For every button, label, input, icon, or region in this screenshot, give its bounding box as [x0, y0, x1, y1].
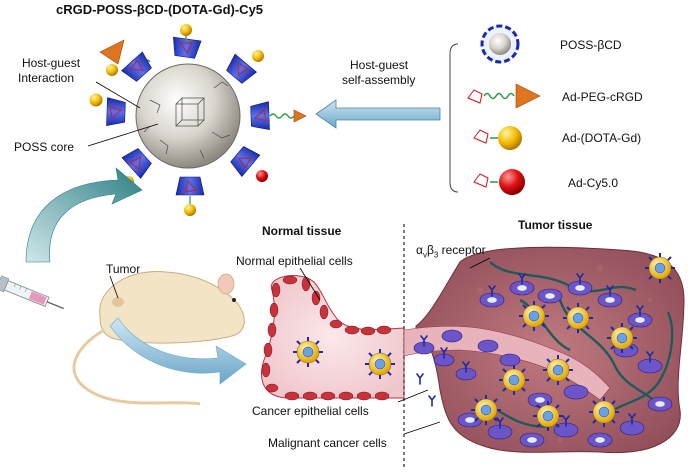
nanoparticle-in-tumor: [606, 322, 638, 354]
gd-ball: [184, 204, 196, 216]
legend-icons: [467, 24, 541, 195]
tumor-label: Tumor: [106, 262, 141, 276]
pointer-line-host-guest: [95, 81, 141, 109]
tumor-tissue-heading: Tumor tissue: [518, 218, 593, 232]
host-guest-interaction-label-line2: Interaction: [18, 71, 75, 85]
poss-cage-icon: [143, 81, 231, 159]
legend-label-ad-peg-crgd: Ad-PEG-cRGD: [562, 90, 643, 104]
nanoparticle-assembly: [87, 24, 307, 216]
nanoparticle-in-tumor: [498, 364, 530, 396]
pointer-line-cancer-epithelial: [397, 389, 429, 403]
pointer-line-normal-epithelial: [299, 267, 321, 301]
host-guest-interaction-label-line1: Host-guest: [22, 56, 81, 70]
curved-arrow-down: [109, 317, 247, 385]
poss-bcd-icon: [480, 24, 520, 64]
malignant-cancer-cells-label: Malignant cancer cells: [268, 436, 387, 450]
pointer-line-malignant: [403, 421, 441, 435]
normal-epithelial-cell-layer: [261, 275, 392, 401]
poss-core-sphere: [135, 63, 241, 169]
legend-label-ad-cy5: Ad-Cy5.0: [568, 176, 619, 190]
cyclodextrin-unit: [106, 97, 126, 127]
cyclodextrin-unit: [227, 143, 261, 177]
tumor-spot: [112, 297, 124, 307]
nanoparticle-in-tumor: [470, 394, 502, 426]
self-assembly-label-line1: Host-guest: [350, 58, 409, 72]
mouse-eye: [232, 298, 236, 302]
syringe-icon: [0, 275, 64, 310]
mouse-tail: [72, 328, 201, 406]
legend-label-ad-dota-gd: Ad-(DOTA-Gd): [562, 131, 642, 145]
normal-tissue-heading: Normal tissue: [262, 224, 342, 238]
normal-epithelial-cells-label: Normal epithelial cells: [236, 254, 353, 268]
diagram-title: cRGD-POSS-βCD-(DOTA-Gd)-Cy5: [56, 2, 264, 17]
ad-cy5-icon: [473, 169, 525, 195]
mouse-illustration: [72, 270, 245, 406]
receptor-label: αvβ3 receptor: [416, 243, 486, 260]
gd-ball: [180, 24, 192, 36]
nanoparticle-in-vessel: [364, 348, 396, 380]
normal-vessel: [261, 275, 405, 401]
ad-peg-crgd-icon: [467, 83, 541, 109]
nanoparticle-in-vessel: [292, 336, 324, 368]
gd-ball: [89, 93, 103, 107]
nanoparticle-in-tumor: [532, 400, 564, 432]
curved-arrow-up: [25, 167, 143, 263]
crgd-triangle: [293, 109, 307, 123]
cyclodextrin-unit: [121, 51, 155, 85]
nanoparticle-in-tumor: [562, 302, 594, 334]
tumor-tissue-mass: [403, 246, 685, 454]
nanoparticle-in-tumor: [644, 252, 676, 284]
pointer-line-receptor: [469, 257, 491, 269]
pointer-line-poss-core: [87, 123, 159, 147]
nanoparticle-in-tumor: [518, 300, 550, 332]
self-assembly-arrow: [315, 99, 441, 129]
nanoparticle-in-tumor: [542, 354, 574, 386]
ad-dota-gd-icon: [473, 126, 522, 150]
cancer-epithelial-cells-label: Cancer epithelial cells: [252, 404, 369, 418]
tumor-vessel: [403, 325, 611, 401]
mouse-ear: [217, 273, 235, 295]
legend-bracket: [449, 43, 459, 193]
cyclodextrin-unit: [250, 101, 270, 131]
legend-label-poss-bcd: POSS-βCD: [560, 38, 622, 52]
cy5-ball: [256, 170, 268, 182]
cyclodextrin-unit: [175, 176, 205, 196]
nanoparticle-in-tumor: [588, 396, 620, 428]
self-assembly-label-line2: self-assembly: [342, 73, 416, 87]
poss-core-label: POSS core: [14, 140, 75, 154]
cyclodextrin-unit: [223, 53, 257, 87]
gd-ball: [106, 64, 118, 76]
gd-ball: [252, 50, 264, 62]
